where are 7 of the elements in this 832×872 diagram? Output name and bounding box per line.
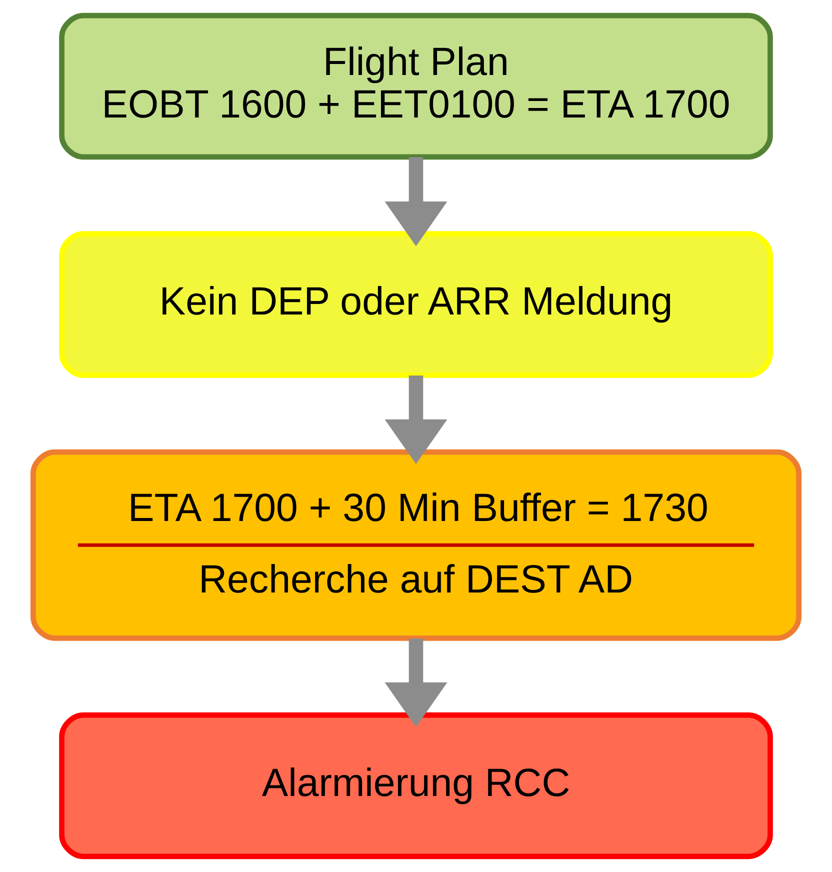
node-box: Flight Plan EOBT 1600 + EET0100 = ETA 1700 [59, 12, 773, 160]
node-box: Kein DEP oder ARR Meldung [59, 231, 773, 378]
node-box: ETA 1700 + 30 Min Buffer = 1730 Recherche auf DEST AD [30, 449, 802, 641]
arrow [384, 638, 448, 728]
node-box: Alarmierung RCC [59, 712, 773, 860]
arrow [384, 157, 448, 246]
arrow [384, 376, 448, 464]
